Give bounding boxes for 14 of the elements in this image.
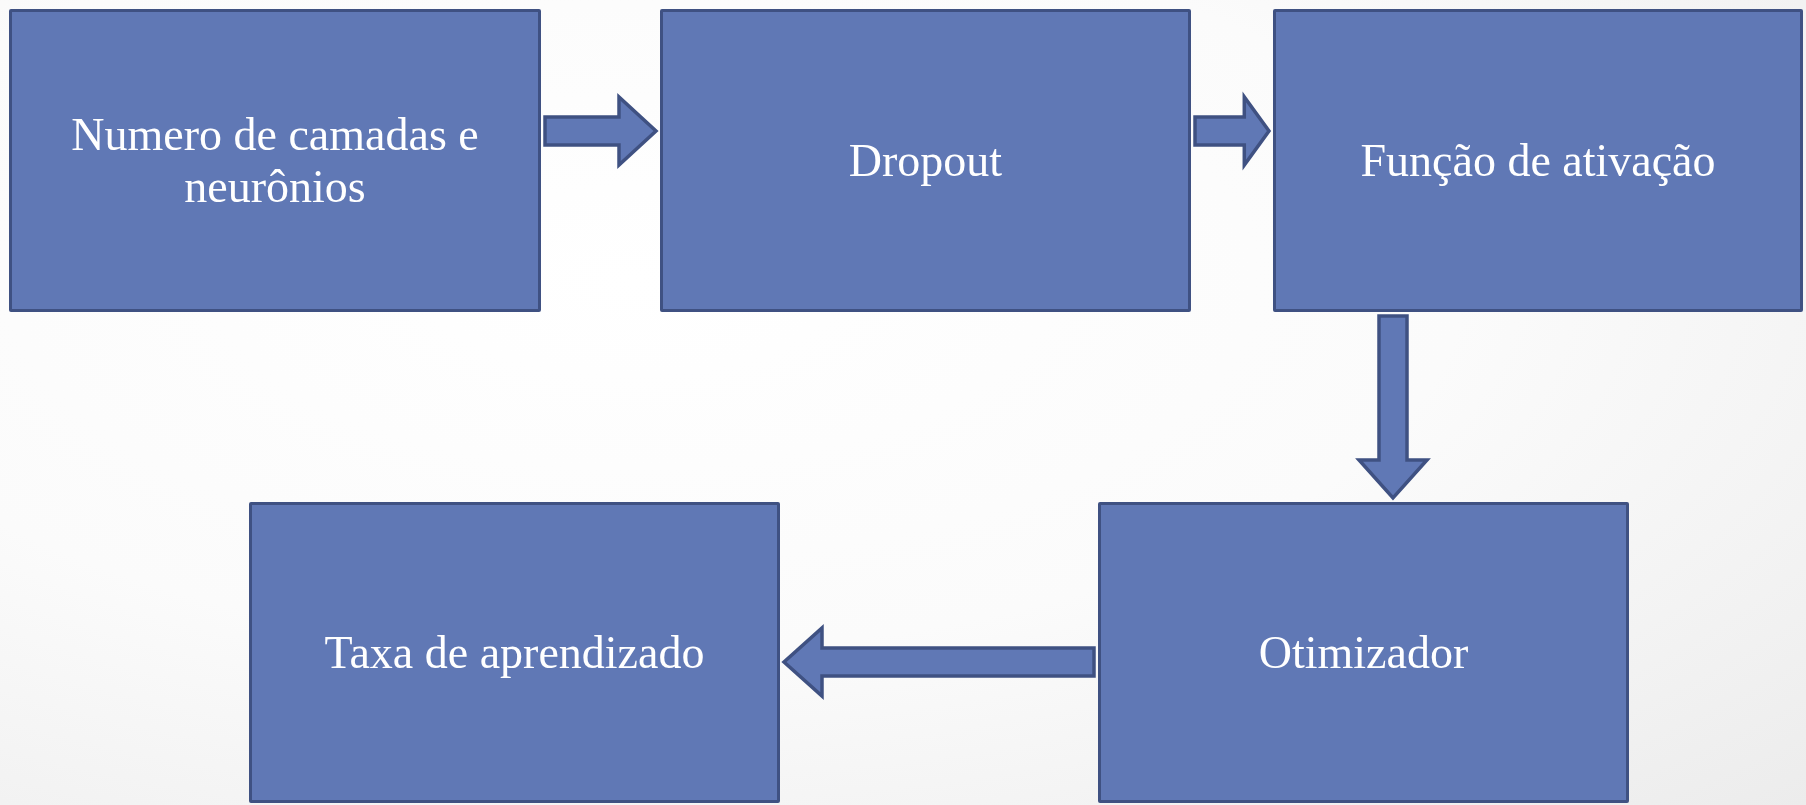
box-label: Função de ativação [1360, 134, 1716, 187]
process-box [660, 9, 1191, 312]
block-arrow [1355, 314, 1431, 501]
box-label: Dropout [848, 134, 1003, 187]
box-label: Taxa de aprendizado [324, 626, 705, 679]
process-box [1273, 9, 1803, 312]
process-box [249, 502, 780, 803]
block-arrow [543, 93, 659, 169]
box-label: Numero de camadas e neurônios [70, 109, 480, 212]
block-arrow [781, 624, 1096, 700]
block-arrow [1193, 91, 1272, 171]
process-box [1098, 502, 1629, 803]
process-box [9, 9, 541, 312]
box-label: Otimizador [1258, 626, 1469, 679]
